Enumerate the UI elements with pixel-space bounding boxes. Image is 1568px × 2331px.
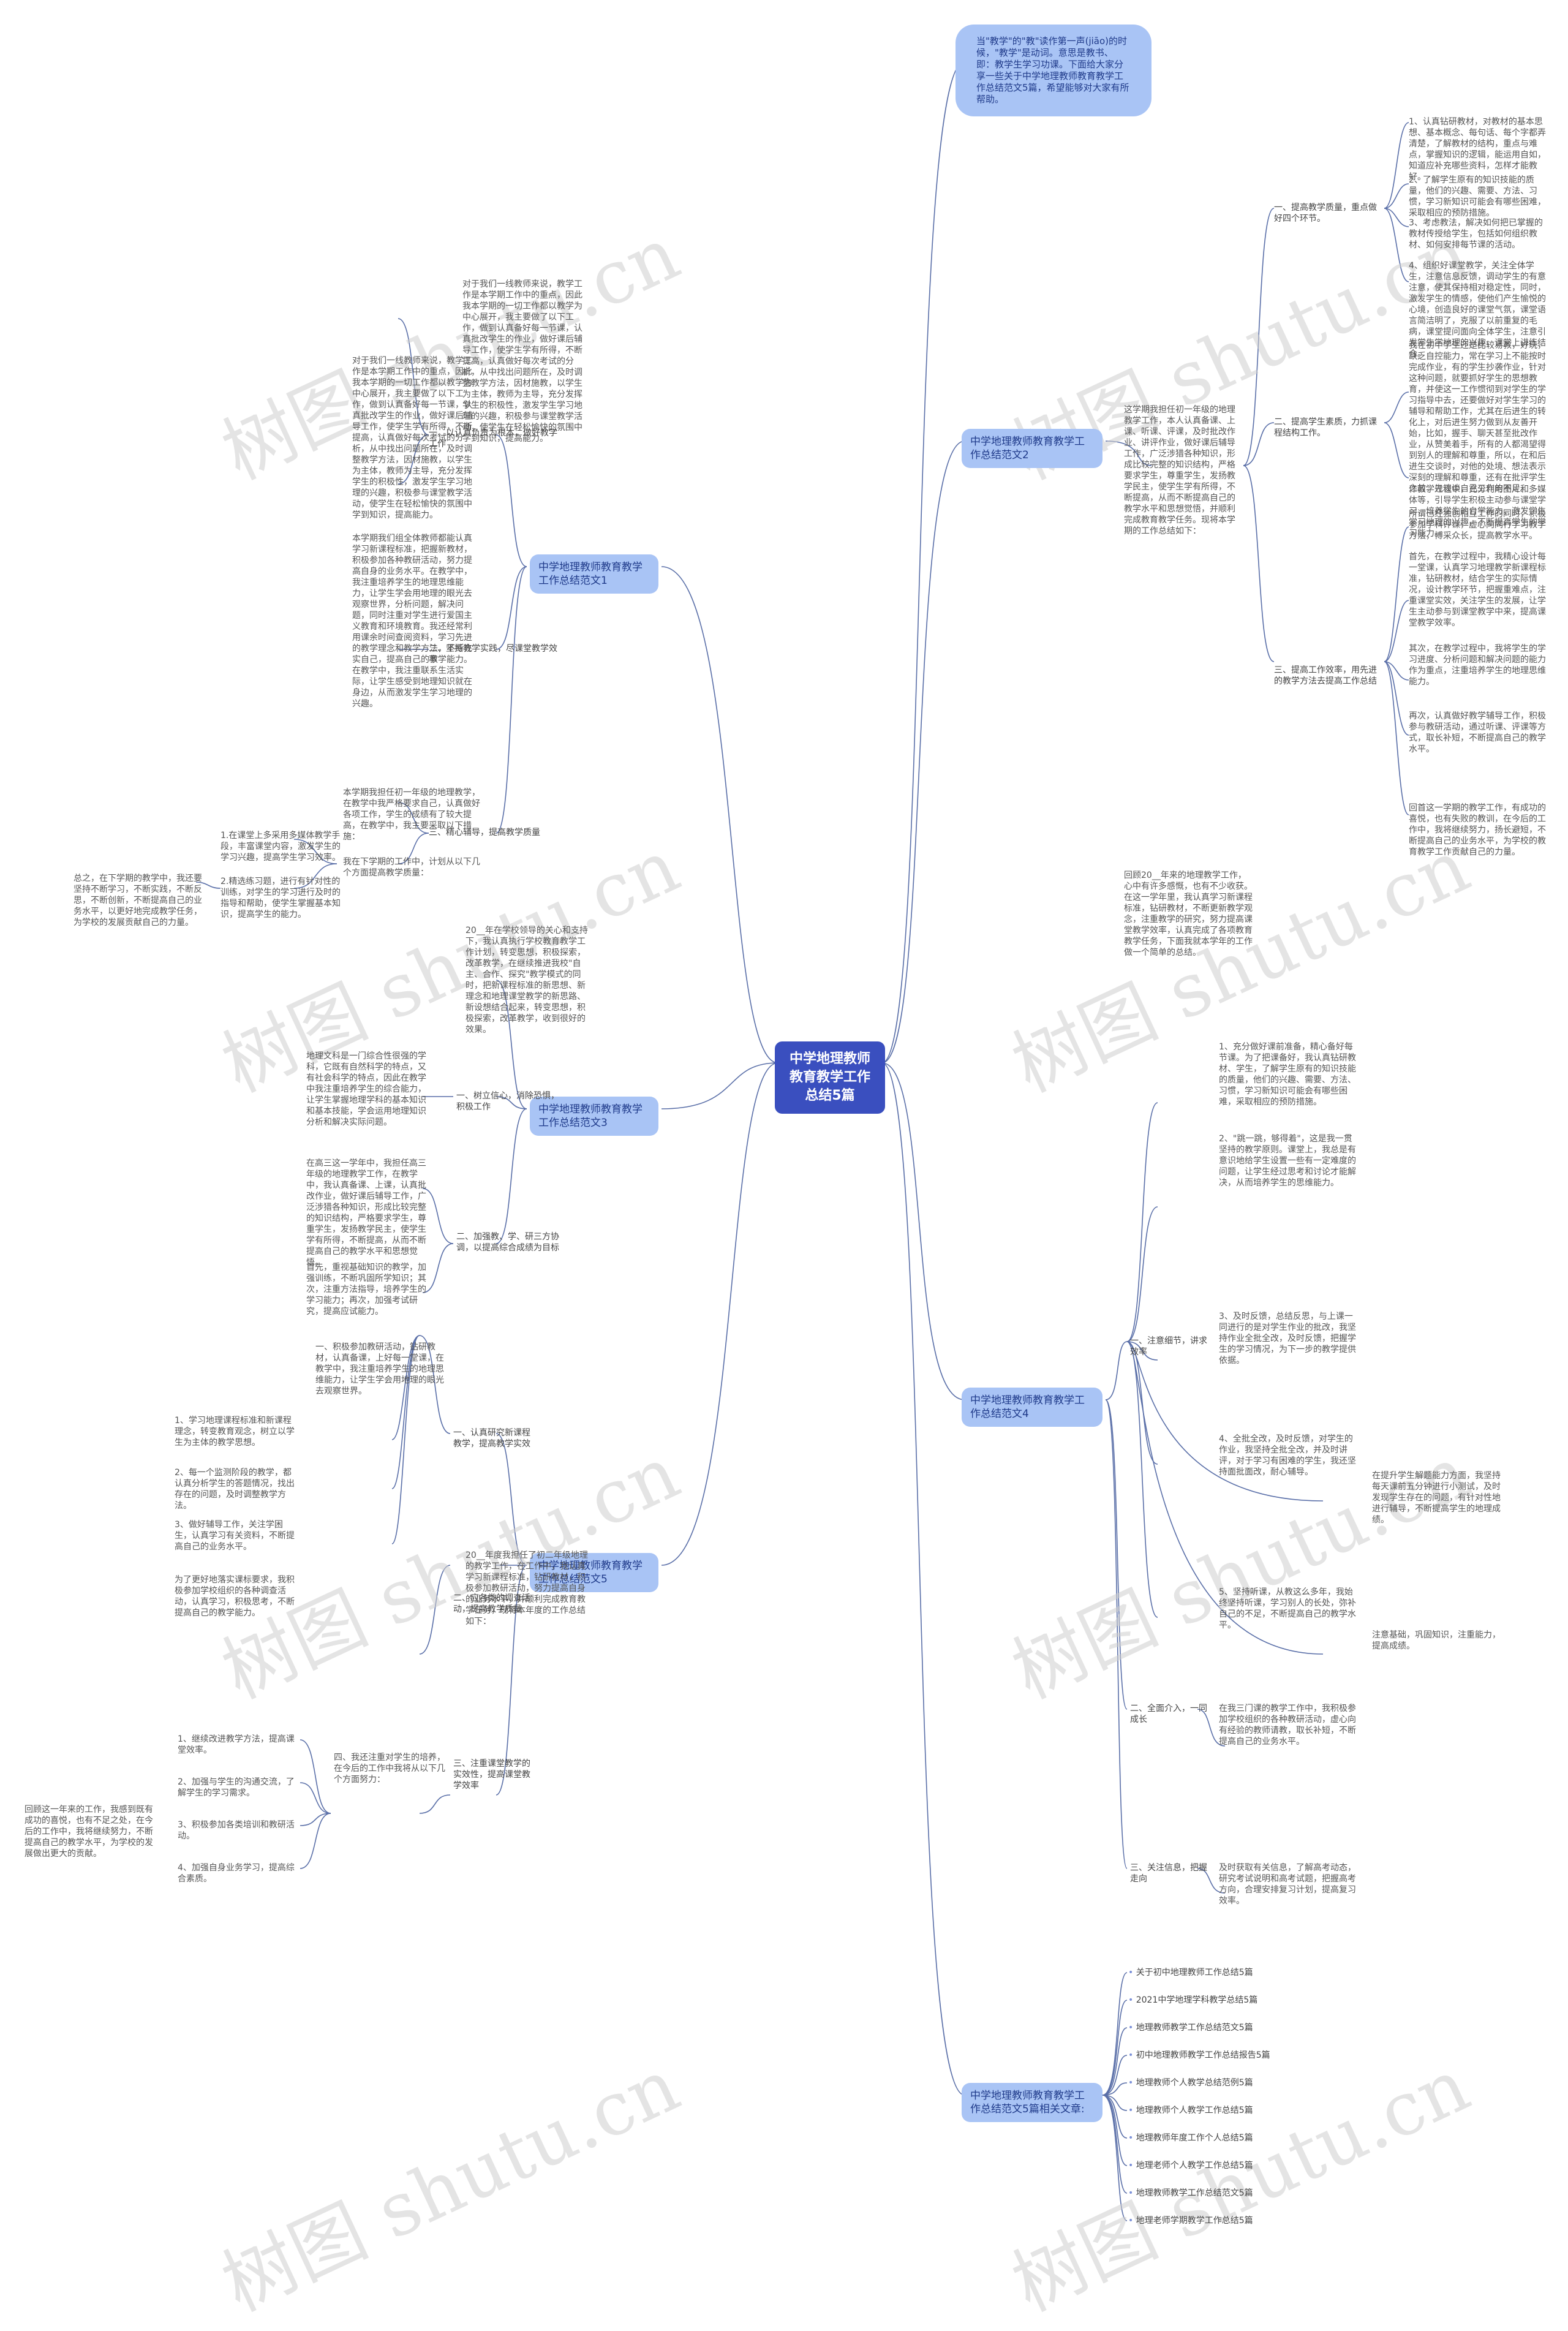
b4-s1-side: 在提升学生解题能力方面，我坚持每天课前五分钟进行小测试，及时发现学生存在的问题，…	[1372, 1471, 1501, 1525]
b5-s2-text: 为了更好地落实课标要求，我积极参加学校组织的各种调查活动，认真学习，积极思考，不…	[175, 1575, 295, 1618]
branch-3[interactable]: 中学地理教师教育教学工作总结范文3	[530, 1097, 658, 1136]
b5-s1-item-2: 2、每一个监测阶段的教学，都认真分析学生的答题情况，找出存在的问题，及时调整教学…	[175, 1468, 295, 1511]
intro-summary[interactable]: 当"教学"的"教"读作第一声(jiāo)的时候，"教学"是动词。意思是教书、即：…	[956, 25, 1152, 116]
branch-5[interactable]: 中学地理教师教育教学工作总结范文5	[530, 1553, 658, 1592]
b1-s1-text: 对于我们一线教师来说，教学工作是本学期工作中的重点，因此我本学期的一切工作都以教…	[352, 356, 472, 520]
b1-s3-item-1: 1.在课堂上多采用多媒体教学手段，丰富课堂内容，激发学生的学习兴趣，提高学生学习…	[221, 831, 341, 863]
b2-intro: 这学期我担任初一年级的地理教学工作，本人认真备课、上课、听课、评课，及时批改作业…	[1124, 405, 1235, 536]
b4-s1-item-4: 4、全批全改，及时反馈，对学生的作业，我坚持全批全改，并及时讲评，对于学习有困难…	[1219, 1434, 1356, 1477]
b2-s1-item-1: 1、认真钻研教材，对教材的基本思想、基本概念、每句话、每个字都弄清楚，了解教材的…	[1409, 117, 1546, 182]
b4-section-3[interactable]: 三、关注信息，把握走向	[1130, 1863, 1207, 1884]
related-item[interactable]: • 地理老师个人教学工作总结5篇	[1128, 2161, 1253, 2170]
b3-section-1[interactable]: 一、树立信心，消除恐惧，积极工作	[456, 1091, 559, 1112]
b5-section-1[interactable]: 一、认真研究新课程教学，提高教学实效	[453, 1428, 530, 1449]
b3-intro: 20__年在学校领导的关心和支持下，我认真执行学校教育教学工作计划，转变思想，积…	[466, 926, 588, 1035]
b4-section-1[interactable]: 一、注意细节，讲求效率	[1130, 1336, 1207, 1357]
b1-summary: 总之，在下学期的教学中，我还要坚持不断学习，不断实践，不断反思，不断创新，不断提…	[74, 874, 202, 927]
b2-s2-text: 我在初中学生还是比较易教，好玩，缺乏自控能力，常在学习上不能按时完成作业，有的学…	[1409, 341, 1546, 494]
b4-intro: 回顾20__年来的地理教学工作，心中有许多感慨，也有不少收获。在这一学年里，我认…	[1124, 871, 1253, 958]
b5-s3-text: 四、我还注重对学生的培养，在今后的工作中我将从以下几个方面努力：	[334, 1753, 445, 1785]
b5-s3-item-2: 2、加强与学生的沟通交流，了解学生的学习需求。	[178, 1777, 295, 1798]
related-item[interactable]: • 地理教师教学工作总结范文5篇	[1128, 2188, 1253, 2198]
b1-s3-plan: 我在下学期的工作中，计划从以下几个方面提高教学质量：	[343, 857, 480, 878]
b3-section-2[interactable]: 二、加强教、学、研三方协调，以提高综合成绩为目标	[456, 1232, 559, 1253]
b3-s2-text-2: 首先，重视基础知识的教学，加强训练，不断巩固所学知识；其次，注重方法指导，培养学…	[306, 1263, 426, 1317]
b4-section-2[interactable]: 二、全面介入，一同成长	[1130, 1704, 1207, 1725]
b1-s2-text: 本学期我们组全体教师都能认真学习新课程标准，把握新教材，积极参加各种教研活动，努…	[352, 534, 472, 709]
b2-s1-item-3: 3、考虑教法，解决如何把已掌握的教材传授给学生，包括如何组织教材、如何安排每节课…	[1409, 218, 1543, 250]
b2-s3-text-4: 再次，认真做好教学辅导工作，积极参与教研活动，通过听课、评课等方式，取长补短，不…	[1409, 711, 1546, 754]
b2-section-1[interactable]: 一、提高教学质量，重点做好四个环节。	[1274, 203, 1377, 224]
b5-s3-item-4: 4、加强自身业务学习，提高综合素质。	[178, 1863, 295, 1884]
b2-s3-text-2: 首先，在教学过程中，我精心设计每一堂课，认真学习地理教学新课程标准，钻研教材，结…	[1409, 552, 1546, 628]
related-item[interactable]: • 初中地理教师教学工作总结报告5篇	[1128, 2050, 1270, 2060]
b2-s3-text-1: 所谓已经独创相互工作的同时，积极参加学科评课，虚心向同行学习教学方法，博采众长，…	[1409, 509, 1546, 541]
related-item[interactable]: • 地理教师教学工作总结范文5篇	[1128, 2023, 1253, 2033]
b3-s1-text: 地理文科是一门综合性很强的学科，它既有自然科学的特点，又有社会科学的特点，因此在…	[306, 1051, 426, 1127]
b5-section-3[interactable]: 三、注重课堂教学的实效性，提高课堂教学效率	[453, 1759, 530, 1791]
b5-s1-text: 一、积极参加教研活动，钻研教材，认真备课，上好每一堂课，在教学中，我注重培养学生…	[315, 1342, 444, 1396]
connector-lines	[195, 61, 1409, 2221]
branch-4[interactable]: 中学地理教师教育教学工作总结范文4	[962, 1388, 1102, 1427]
b1-s3-text: 本学期我担任初一年级的地理教学，在教学中我严格要求自己，认真做好各项工作，学生的…	[343, 788, 480, 842]
related-item[interactable]: • 地理教师个人教学总结范例5篇	[1128, 2078, 1253, 2088]
b4-s1-item-5: 5、坚持听课，从教这么多年，我始终坚持听课，学习别人的长处，弥补自己的不足，不断…	[1219, 1587, 1356, 1630]
b1-section-2[interactable]: 二、坚持教学实践，尽课堂教学效率	[429, 644, 557, 665]
related-item[interactable]: • 地理老师学期教学工作总结5篇	[1128, 2216, 1253, 2226]
root-topic[interactable]: 中学地理教师教育教学工作总结5篇	[775, 1041, 885, 1114]
b4-s1-item-2: 2、"跳一跳，够得着"，这是我一贯坚持的教学原则。课堂上，我总是有意识地给学生设…	[1219, 1134, 1356, 1188]
b4-s2-text: 在我三门课的教学工作中，我积极参加学校组织的各种教研活动，虚心向有经验的教师请教…	[1219, 1704, 1356, 1747]
b5-section-2[interactable]: 二、应各类的调查活动，提高教学质量	[453, 1593, 530, 1614]
branch-2[interactable]: 中学地理教师教育教学工作总结范文2	[962, 429, 1102, 468]
b2-s1-item-4: 4、组织好课堂教学，关注全体学生，注意信息反馈，调动学生的有意注意，使其保持相对…	[1409, 261, 1546, 359]
b5-s3-item-1: 1、继续改进教学方法，提高课堂效率。	[178, 1734, 295, 1755]
b4-s1-item-3: 3、及时反馈，总结反思，与上课一同进行的是对学生作业的批改，我坚持作业全批全改，…	[1219, 1312, 1356, 1366]
b2-s1-item-2: 2、了解学生原有的知识技能的质量，他们的兴趣、需要、方法、习惯，学习新知识可能会…	[1409, 175, 1546, 218]
b1-section-1[interactable]: 一、以认真负责为根本，做好教学工作	[429, 428, 557, 449]
related-item[interactable]: • 2021中学地理学科教学总结5篇	[1128, 1995, 1258, 2005]
b1-intro-text: 对于我们一线教师来说，教学工作是本学期工作中的重点，因此我本学期的一切工作都以教…	[462, 279, 582, 444]
b5-s1-item-1: 1、学习地理课程标准和新课程理念，转变教育观念，树立以学生为主体的教学思想。	[175, 1416, 295, 1448]
b3-s2-text: 在高三这一学年中，我担任高三年级的地理教学工作，在教学中，我认真备课、上课，认真…	[306, 1158, 426, 1268]
b4-s1-tail: 注意基础，巩固知识，注重能力，提高成绩。	[1372, 1630, 1501, 1651]
b5-intro: 20__年度我担任了初二年级地理的教学工作，在工作中，我认真学习新课程标准，钻研…	[466, 1551, 588, 1626]
b2-section-3[interactable]: 三、提高工作效率，用先进的教学方法去提高工作总结	[1274, 665, 1377, 686]
b1-section-3[interactable]: 三、精心辅导，提高教学质量	[429, 828, 540, 837]
b2-s3-text-3: 其次，在教学过程中，我将学生的学习进度、分析问题和解决问题的能力作为重点，注重培…	[1409, 644, 1546, 687]
related-item[interactable]: • 地理教师年度工作个人总结5篇	[1128, 2133, 1253, 2143]
related-item[interactable]: • 地理教师个人教学工作总结5篇	[1128, 2106, 1253, 2115]
branch-1[interactable]: 中学地理教师教育教学工作总结范文1	[530, 554, 658, 594]
b4-s3-text: 及时获取有关信息，了解高考动态，研究考试说明和高考试题，把握高考方向，合理安排复…	[1219, 1863, 1356, 1906]
branch-related[interactable]: 中学地理教师教育教学工作总结范文5篇相关文章:	[962, 2083, 1102, 2122]
b2-s2-text-2: 作教学过程中，充分利用图片和多媒体等，引导学生积极主动参与课堂学习，培养学生的自…	[1409, 485, 1546, 538]
b2-section-2[interactable]: 二、提高学生素质，力抓课程结构工作。	[1274, 417, 1377, 438]
b1-s3-item-2: 2.精选练习题，进行有针对性的训练，对学生的学习进行及时的指导和帮助，使学生掌握…	[221, 877, 341, 920]
b5-s3-item-3: 3、积极参加各类培训和教研活动。	[178, 1820, 295, 1841]
b4-s1-item-1: 1、充分做好课前准备，精心备好每节课。为了把课备好，我认真钻研教材、学生，了解学…	[1219, 1042, 1356, 1107]
related-item[interactable]: • 关于初中地理教师工作总结5篇	[1128, 1968, 1253, 1978]
b5-s1-item-3: 3、做好辅导工作，关注学困生，认真学习有关资料，不断提高自己的业务水平。	[175, 1520, 295, 1552]
b5-summary: 回顾这一年来的工作，我感到既有成功的喜悦，也有不足之处，在今后的工作中，我将继续…	[24, 1805, 153, 1859]
b2-s3-text-5: 回首这一学期的教学工作，有成功的喜悦，也有失败的教训，在今后的工作中，我将继续努…	[1409, 803, 1546, 857]
